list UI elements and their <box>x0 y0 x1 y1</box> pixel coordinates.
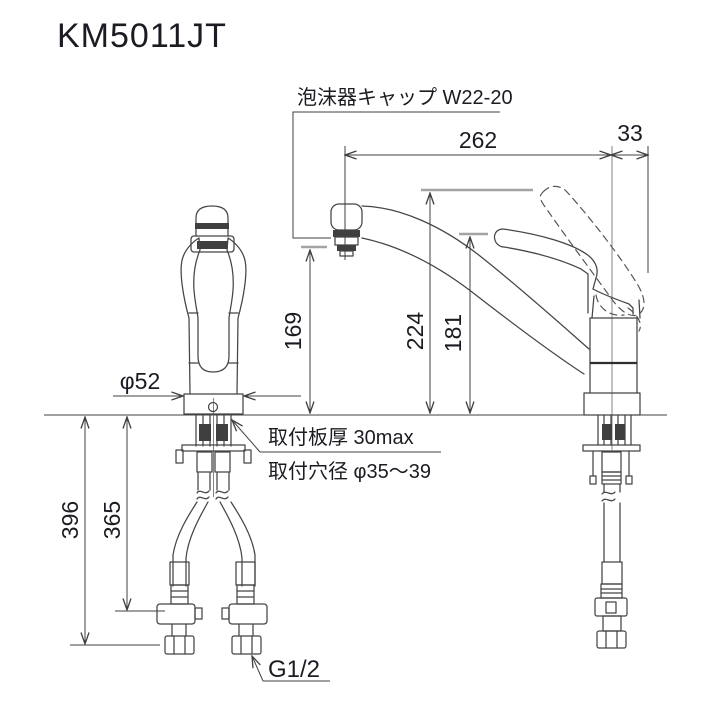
body-column <box>583 295 641 416</box>
mount-hole-label: 取付穴径 φ35～39 <box>268 460 431 483</box>
handle-solid <box>493 228 634 315</box>
dim-169-label: 169 <box>280 312 306 350</box>
thread-label: G1/2 <box>268 656 320 683</box>
side-base-flange <box>583 392 641 416</box>
front-under-counter <box>156 414 268 655</box>
front-base-flange <box>183 393 244 415</box>
side-view-drawing <box>330 146 645 649</box>
spout-upper-edge <box>361 205 590 350</box>
dim-224-label: 224 <box>402 312 428 351</box>
side-under-counter <box>582 414 641 649</box>
handle-raised-dashed <box>539 185 645 332</box>
front-view-drawing <box>156 205 268 655</box>
aerator-cap-leader <box>292 111 500 239</box>
mount-thickness-label: 取付板厚 30max <box>268 426 414 449</box>
mount-leader <box>232 420 261 453</box>
dim-181-label: 181 <box>440 314 466 352</box>
dim-262-label: 262 <box>459 127 497 153</box>
spout-lower-edge <box>361 237 585 375</box>
dim-365-label: 365 <box>99 501 125 539</box>
dim-phi52-label: φ52 <box>120 368 161 394</box>
front-base-screw <box>207 401 219 413</box>
aerator <box>330 203 363 257</box>
drawing-title: KM5011JT <box>57 17 227 55</box>
aerator-cap-label: 泡沫器キャップ W22-20 <box>297 86 513 109</box>
dim-396-label: 396 <box>57 501 83 539</box>
front-body-outline <box>180 237 247 395</box>
dimension-lines <box>70 111 648 682</box>
dim-33-label: 33 <box>617 120 643 146</box>
thread-leader <box>252 656 264 682</box>
